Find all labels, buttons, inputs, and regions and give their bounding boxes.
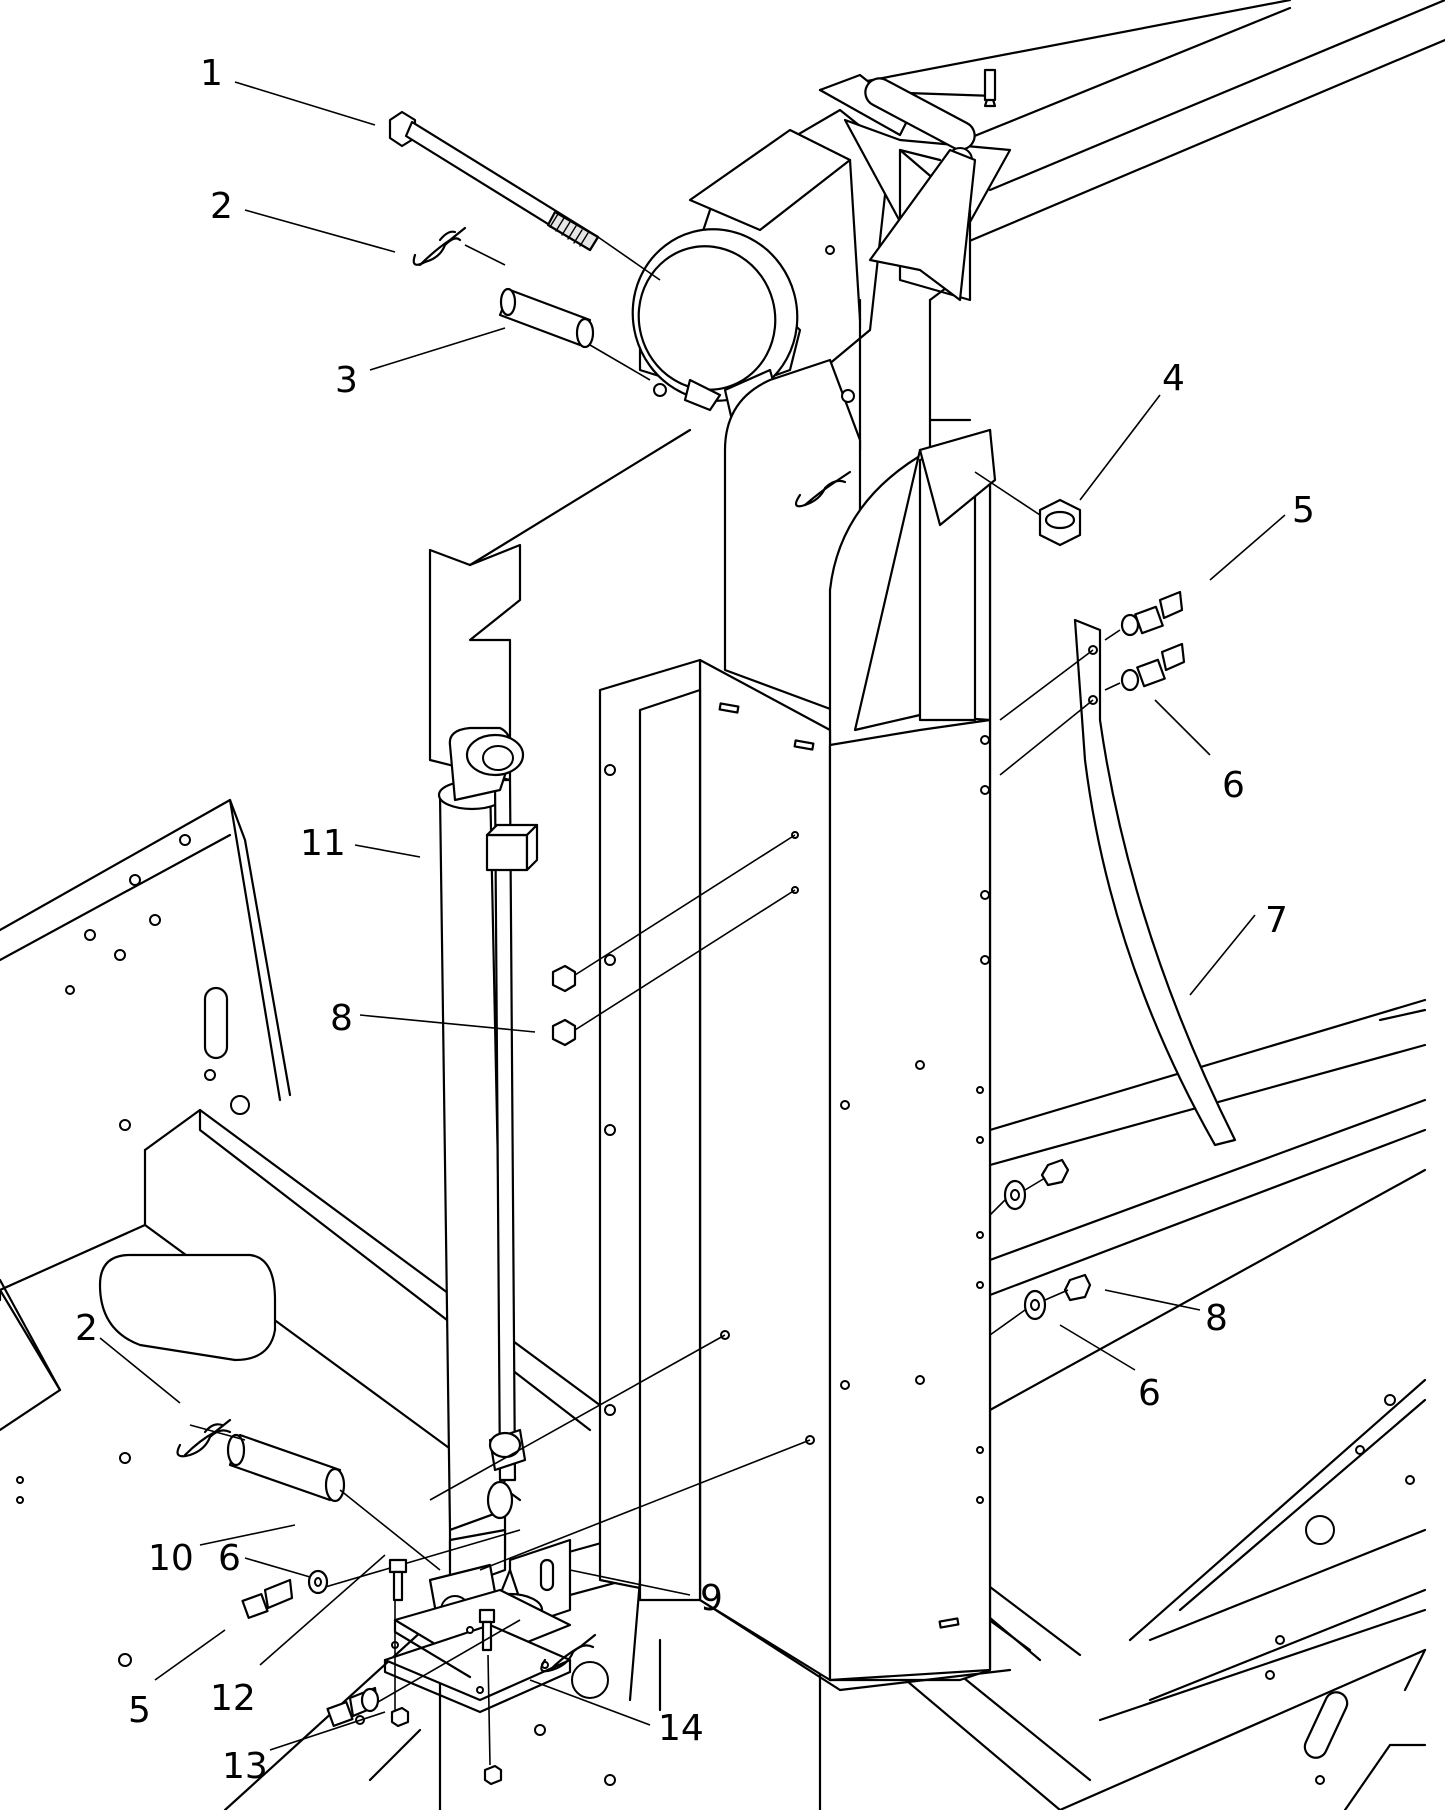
callout-5-top: 5 xyxy=(1292,490,1315,531)
callout-14: 14 xyxy=(658,1708,704,1749)
callout-8-lower: 8 xyxy=(1205,1298,1228,1339)
left-side-panel xyxy=(0,798,292,1131)
callout-11: 11 xyxy=(300,823,346,864)
callout-12: 12 xyxy=(210,1678,256,1719)
callout-1: 1 xyxy=(200,53,223,94)
callout-13: 13 xyxy=(222,1746,268,1787)
callout-6-lower: 6 xyxy=(1138,1373,1161,1414)
callout-10: 10 xyxy=(148,1538,194,1579)
callout-6-top: 6 xyxy=(1222,765,1245,806)
callout-5-lower: 5 xyxy=(128,1690,151,1731)
part-8-nuts-mast xyxy=(551,834,796,1047)
part-2-hair-pin-lower xyxy=(176,1418,232,1458)
callout-9: 9 xyxy=(700,1578,723,1619)
part-4-hex-nut xyxy=(974,471,1082,547)
callout-leaders xyxy=(99,81,1286,1751)
part-10-clevis-pin-lower xyxy=(189,1424,441,1571)
part-2-hair-pin-top xyxy=(412,226,506,267)
top-right-plate xyxy=(868,148,977,302)
part-3-clevis-pin-top xyxy=(498,287,651,381)
vertical-mast xyxy=(598,358,1012,1712)
lower-mast-leaders xyxy=(314,1334,811,1591)
callout-3: 3 xyxy=(335,360,358,401)
callout-7: 7 xyxy=(1265,900,1288,941)
callout-2-lower: 2 xyxy=(75,1308,98,1349)
callout-6-left: 6 xyxy=(218,1538,241,1579)
part-5-6-fasteners-upper xyxy=(1104,590,1186,692)
callout-8-mast: 8 xyxy=(330,998,353,1039)
hair-pin-mast xyxy=(794,470,852,508)
fasteners-lower-left xyxy=(241,1558,521,1786)
part-7-curved-arm xyxy=(999,618,1237,1147)
fasteners-lower-right xyxy=(989,1158,1092,1336)
hydraulic-cylinder xyxy=(428,726,539,1637)
lower-deck xyxy=(0,1108,622,1810)
callout-2-top: 2 xyxy=(210,186,233,227)
callout-labels: 1 2 3 4 5 6 7 11 8 8 6 2 10 6 9 5 12 13 … xyxy=(75,53,1315,1787)
callout-4: 4 xyxy=(1162,358,1185,399)
hair-pin-bracket xyxy=(540,1633,597,1673)
part-1-long-bolt xyxy=(388,110,661,281)
